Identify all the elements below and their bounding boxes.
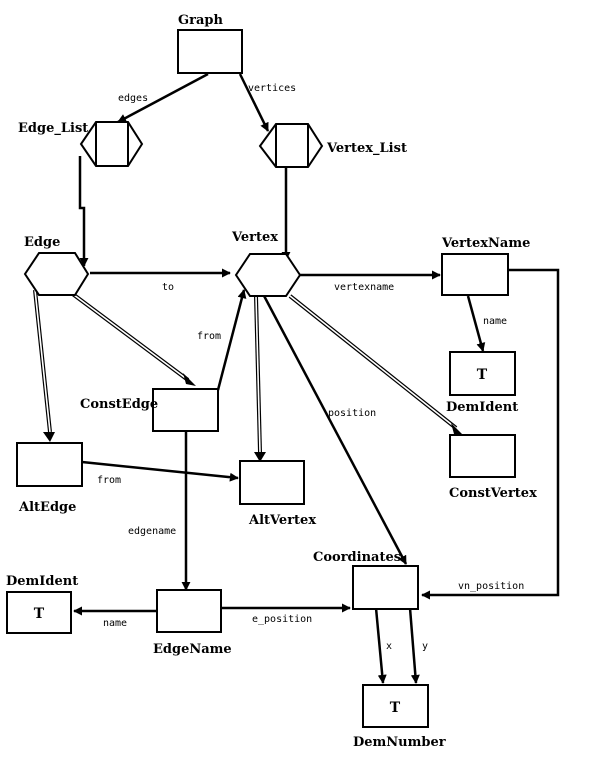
node-graph: Graph [177, 13, 243, 74]
edge-label-edgename: edgename [128, 526, 176, 537]
node-label-vertex: Vertex [231, 230, 278, 245]
edge-label-position: position [328, 408, 376, 419]
edge-vertexname-vn-position [421, 268, 560, 600]
node-alt-edge: AltEdge [16, 442, 83, 515]
edge-label-from-constedge: from [197, 331, 221, 342]
node-label-edge-list: Edge_List [18, 121, 88, 136]
node-dem-ident-right: T DemIdent [446, 351, 518, 415]
terminal-mark-dem-ident-left: T [34, 606, 45, 622]
edge-label-vertices: vertices [248, 83, 296, 94]
node-label-vertex-list: Vertex_List [326, 141, 407, 156]
node-label-const-vertex: ConstVertex [449, 486, 537, 501]
node-label-dem-ident-right: DemIdent [446, 400, 518, 415]
node-edge: Edge [23, 235, 90, 296]
node-label-dem-ident-left: DemIdent [6, 574, 78, 589]
node-vertex-list: Vertex_List [258, 123, 407, 168]
edge-vertex-position [260, 291, 408, 565]
edge-coordinates-y [408, 607, 420, 684]
variant-edge-vertex-constvertex [288, 294, 464, 436]
edge-altedge-from [81, 460, 239, 482]
node-edge-name: EdgeName [153, 589, 232, 657]
terminal-mark-dem-ident-right: T [477, 367, 488, 383]
node-edge-list: Edge_List [18, 121, 144, 167]
edge-label-vertexname: vertexname [334, 282, 394, 293]
node-label-edge-name: EdgeName [153, 642, 232, 657]
node-dem-number: T DemNumber [353, 684, 446, 750]
variant-edge-vertex-altvertex [254, 295, 266, 462]
node-label-graph: Graph [178, 13, 223, 28]
node-const-vertex: ConstVertex [449, 434, 537, 501]
edge-graph-edges [117, 72, 209, 124]
edge-graph-vertices [238, 73, 270, 132]
edge-label-to: to [162, 282, 174, 293]
node-label-dem-number: DemNumber [353, 735, 446, 750]
edge-label-from-altedge: from [97, 475, 121, 486]
edge-label-name-edgename: name [103, 618, 127, 629]
edge-label-name-vertexname: name [483, 316, 507, 327]
node-dem-ident-left: T DemIdent [6, 574, 78, 634]
node-vertex-name: VertexName [441, 236, 530, 296]
node-vertex: Vertex [231, 230, 302, 297]
node-label-edge: Edge [24, 235, 60, 250]
node-label-alt-vertex: AltVertex [248, 513, 316, 528]
node-label-const-edge: ConstEdge [80, 397, 158, 412]
edge-vertexname-name [466, 295, 486, 352]
node-label-coordinates: Coordinates [313, 550, 401, 565]
variant-edge-edge-altedge [33, 289, 55, 442]
edge-constedge-from [216, 289, 247, 391]
edge-label-edges: edges [118, 93, 148, 104]
node-label-vertex-name: VertexName [441, 236, 530, 251]
node-label-alt-edge: AltEdge [18, 500, 76, 515]
terminal-mark-dem-number: T [390, 700, 401, 716]
node-coordinates: Coordinates [313, 550, 419, 610]
node-alt-vertex: AltVertex [239, 460, 316, 528]
edge-coordinates-x [374, 607, 387, 684]
edge-label-y: y [422, 641, 428, 652]
edge-label-x: x [386, 641, 392, 652]
node-const-edge: ConstEdge [80, 388, 219, 432]
edge-label-e-position: e_position [252, 614, 312, 625]
edge-label-vn-position: vn_position [458, 581, 524, 592]
variant-edge-edge-constedge [68, 290, 196, 386]
edge-edgelist-edge [78, 156, 89, 267]
